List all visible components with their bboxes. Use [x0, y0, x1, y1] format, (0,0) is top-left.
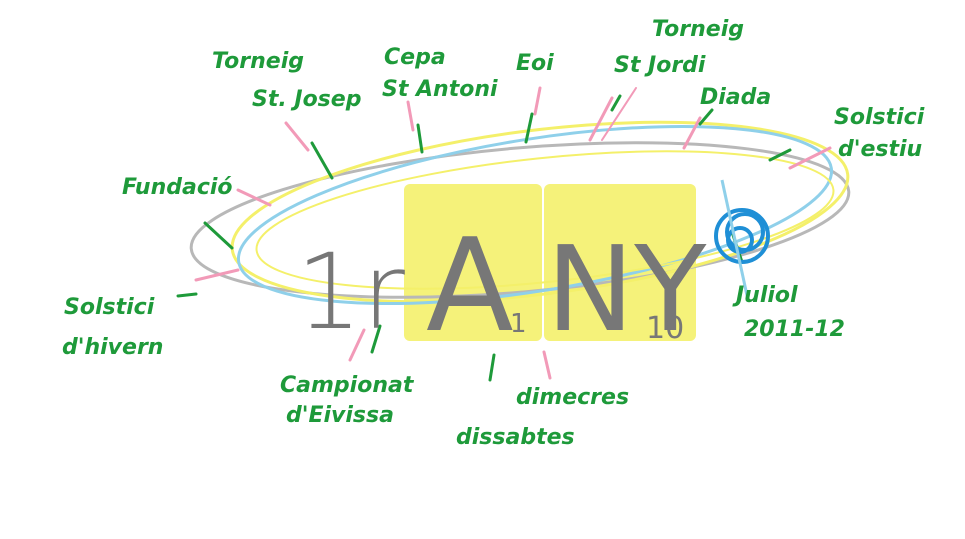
tick-diada-pink [682, 116, 702, 150]
tick-estiu-pink [788, 146, 832, 170]
tick-eoi-pink [533, 86, 542, 116]
tick-estiu-green [768, 148, 792, 162]
label-solstici-hivern-line1: Solstici [64, 295, 155, 320]
tick-fundacio-pink [236, 188, 272, 207]
ring-blue [236, 124, 834, 306]
current-position-marker [714, 179, 770, 301]
title-a: A [426, 212, 514, 361]
label-fundacio: Fundació [122, 175, 233, 200]
label-diada: Diada [700, 85, 771, 110]
tick-campionat-pink [348, 328, 366, 362]
tick-eoi-green [524, 112, 534, 144]
label-solstici-estiu-line2: d'estiu [838, 137, 922, 162]
label-eoi: Eoi [516, 51, 554, 76]
label-campionat-line1: Campionat [280, 373, 415, 398]
tick-dimecres-pink [542, 350, 552, 380]
ring-yellow-inner [255, 150, 835, 290]
label-torneig-st-jordi-line2: St Jordi [614, 53, 706, 78]
label-cepa-line2: St Antoni [382, 77, 498, 102]
label-cepa-line1: Cepa [384, 45, 446, 70]
label-juliol-line2: 2011-12 [744, 317, 845, 342]
tick-cepa-green [416, 123, 424, 154]
tick-st-jordi-pink [588, 96, 614, 142]
label-torneig-st-josep-line2: St. Josep [252, 87, 361, 112]
label-torneig-st-jordi-line1: Torneig [652, 17, 744, 42]
tick-dimecres-green [488, 353, 496, 382]
title-a-sub: 1 [510, 309, 527, 339]
tick-st-jordi-green [610, 94, 622, 112]
tick-hivern-green-2 [176, 292, 198, 298]
tick-cepa-pink [406, 100, 415, 132]
tick-st-josep-pink [284, 121, 310, 152]
title-ny: NY [546, 220, 707, 358]
tick-st-josep-green [310, 141, 334, 180]
tick-campionat-green [370, 324, 382, 354]
label-solstici-estiu-line1: Solstici [834, 105, 925, 130]
label-juliol-line1: Juliol [732, 283, 798, 308]
title-1r: 1r [296, 231, 405, 353]
label-campionat-line2: d'Eivissa [286, 403, 394, 428]
tick-st-jordi-pink-2 [601, 87, 637, 141]
label-solstici-hivern-line2: d'hivern [62, 335, 163, 360]
tick-hivern-green [203, 221, 234, 250]
ring-yellow [230, 120, 850, 304]
tick-marks [176, 86, 832, 382]
label-torneig-st-josep-line1: Torneig [212, 49, 304, 74]
title-ny-sub: 10 [646, 311, 684, 346]
yellow-box-ny [544, 184, 696, 341]
label-dimecres: dimecres [516, 385, 629, 410]
tick-diada-green [698, 108, 714, 126]
label-dissabtes: dissabtes [456, 425, 575, 450]
tick-hivern-pink [194, 268, 240, 282]
